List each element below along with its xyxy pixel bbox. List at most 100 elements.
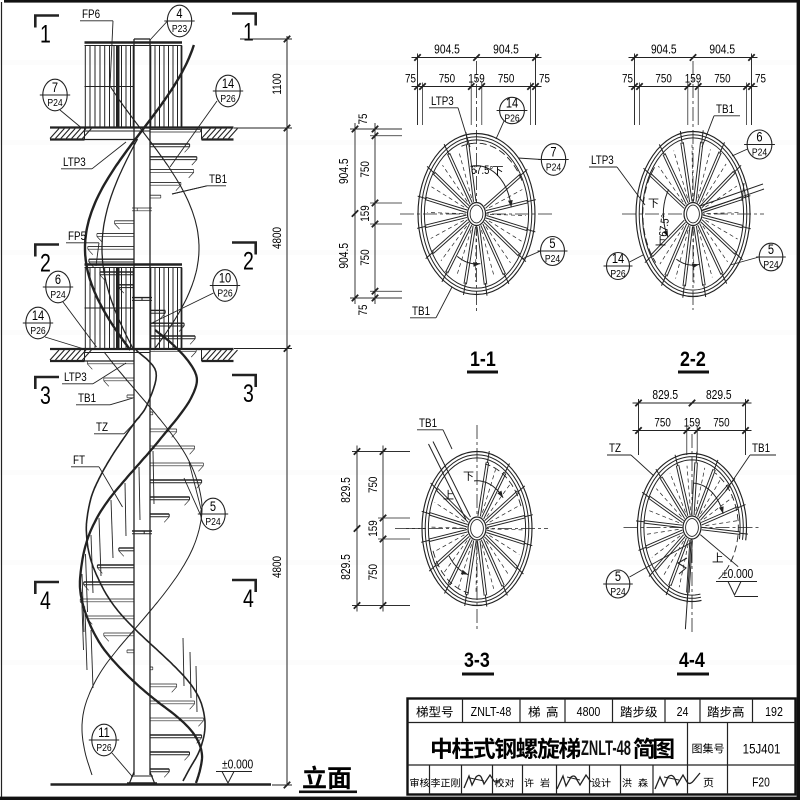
svg-text:750: 750 — [359, 161, 372, 177]
svg-text:P26: P26 — [610, 268, 625, 280]
svg-text:ZNLT-48: ZNLT-48 — [471, 704, 512, 719]
svg-text:P24: P24 — [546, 162, 562, 174]
svg-text:LTP3: LTP3 — [591, 154, 614, 167]
svg-text:5: 5 — [549, 236, 555, 251]
svg-text:P24: P24 — [752, 147, 768, 159]
svg-text:829.5: 829.5 — [652, 389, 678, 402]
svg-text:24: 24 — [677, 704, 689, 719]
svg-text:6: 6 — [55, 272, 61, 287]
svg-text:3-3: 3-3 — [464, 649, 490, 673]
svg-text:4800: 4800 — [271, 227, 284, 249]
svg-text:14: 14 — [222, 76, 234, 91]
svg-text:LTP3: LTP3 — [64, 371, 87, 384]
svg-text:4: 4 — [243, 585, 254, 613]
svg-text:904.5: 904.5 — [651, 44, 677, 57]
svg-text:750: 750 — [654, 417, 670, 430]
svg-text:4: 4 — [40, 587, 51, 615]
svg-text:P24: P24 — [47, 97, 63, 109]
svg-text:829.5: 829.5 — [340, 554, 353, 580]
svg-text:P24: P24 — [205, 516, 221, 528]
svg-text:4-4: 4-4 — [679, 649, 705, 673]
svg-text:829.5: 829.5 — [706, 389, 732, 402]
svg-text:750: 750 — [714, 73, 730, 86]
svg-text:6: 6 — [756, 129, 762, 144]
svg-text:14: 14 — [32, 308, 44, 323]
svg-text:10: 10 — [219, 270, 231, 285]
svg-text:75: 75 — [405, 73, 416, 86]
svg-text:P26: P26 — [504, 113, 519, 125]
svg-text:67.5°: 67.5° — [657, 214, 673, 238]
svg-text:2: 2 — [40, 249, 51, 277]
svg-text:P26: P26 — [96, 742, 111, 754]
svg-text:4800: 4800 — [577, 704, 601, 719]
svg-text:159: 159 — [684, 417, 700, 430]
svg-text:P23: P23 — [172, 23, 187, 35]
svg-text:P24: P24 — [50, 289, 66, 301]
svg-text:1: 1 — [243, 18, 254, 46]
svg-text:3: 3 — [243, 380, 254, 408]
svg-text:4800: 4800 — [271, 556, 284, 578]
svg-text:904.5: 904.5 — [338, 158, 351, 184]
svg-text:829.5: 829.5 — [340, 477, 353, 503]
svg-text:TB1: TB1 — [419, 417, 437, 430]
svg-text:750: 750 — [713, 417, 729, 430]
svg-text:75: 75 — [755, 73, 766, 86]
svg-text:TB1: TB1 — [752, 442, 770, 455]
svg-text:TB1: TB1 — [412, 305, 430, 318]
svg-text:P24: P24 — [763, 259, 779, 271]
svg-text:904.5: 904.5 — [338, 243, 351, 269]
svg-text:3: 3 — [40, 382, 51, 410]
svg-text:TZ: TZ — [96, 421, 108, 434]
svg-text:P24: P24 — [545, 253, 561, 265]
svg-text:FP6: FP6 — [82, 8, 100, 21]
svg-text:750: 750 — [367, 477, 380, 493]
svg-text:1: 1 — [40, 20, 51, 48]
svg-text:75: 75 — [539, 73, 550, 86]
svg-text:75: 75 — [357, 114, 370, 125]
svg-text:904.5: 904.5 — [493, 44, 519, 57]
svg-text:159: 159 — [685, 73, 701, 86]
svg-text:5: 5 — [768, 242, 774, 257]
svg-text:LTP3: LTP3 — [431, 95, 454, 108]
svg-text:4: 4 — [176, 6, 182, 21]
svg-text:P24: P24 — [610, 586, 626, 598]
svg-text:1100: 1100 — [271, 73, 284, 94]
svg-text:±0.000: ±0.000 — [722, 568, 753, 581]
svg-text:904.5: 904.5 — [434, 44, 460, 57]
svg-text:750: 750 — [655, 73, 671, 86]
svg-text:159: 159 — [468, 73, 484, 86]
svg-text:159: 159 — [367, 520, 380, 536]
svg-text:1-1: 1-1 — [470, 348, 496, 372]
svg-text:750: 750 — [498, 73, 514, 86]
svg-text:750: 750 — [367, 564, 380, 580]
svg-text:P26: P26 — [30, 325, 45, 337]
svg-text:P26: P26 — [220, 93, 235, 105]
svg-text:ZNLT-48: ZNLT-48 — [581, 737, 631, 760]
svg-text:F20: F20 — [752, 777, 770, 790]
svg-text:67.5°: 67.5° — [471, 164, 493, 177]
svg-text:15J401: 15J401 — [743, 740, 781, 756]
svg-text:TB1: TB1 — [78, 392, 96, 405]
svg-text:7: 7 — [550, 144, 556, 159]
svg-text:TB1: TB1 — [209, 173, 227, 186]
svg-text:904.5: 904.5 — [709, 44, 735, 57]
svg-text:75: 75 — [357, 305, 370, 316]
svg-text:FP5: FP5 — [68, 230, 86, 243]
svg-text:75: 75 — [622, 73, 633, 86]
svg-text:14: 14 — [506, 95, 518, 110]
svg-text:7: 7 — [52, 80, 58, 95]
svg-text:11: 11 — [98, 725, 110, 740]
svg-text:TB1: TB1 — [716, 103, 734, 116]
svg-text:750: 750 — [439, 73, 455, 86]
svg-text:14: 14 — [612, 251, 624, 266]
svg-text:159: 159 — [359, 205, 372, 221]
svg-text:750: 750 — [359, 249, 372, 265]
svg-text:2-2: 2-2 — [680, 348, 706, 372]
svg-text:5: 5 — [210, 499, 216, 514]
svg-text:LTP3: LTP3 — [63, 156, 86, 169]
svg-text:5: 5 — [615, 569, 621, 584]
svg-text:TZ: TZ — [609, 442, 621, 455]
svg-text:FT: FT — [73, 454, 85, 467]
svg-text:P26: P26 — [217, 288, 232, 300]
svg-text:2: 2 — [243, 247, 254, 275]
